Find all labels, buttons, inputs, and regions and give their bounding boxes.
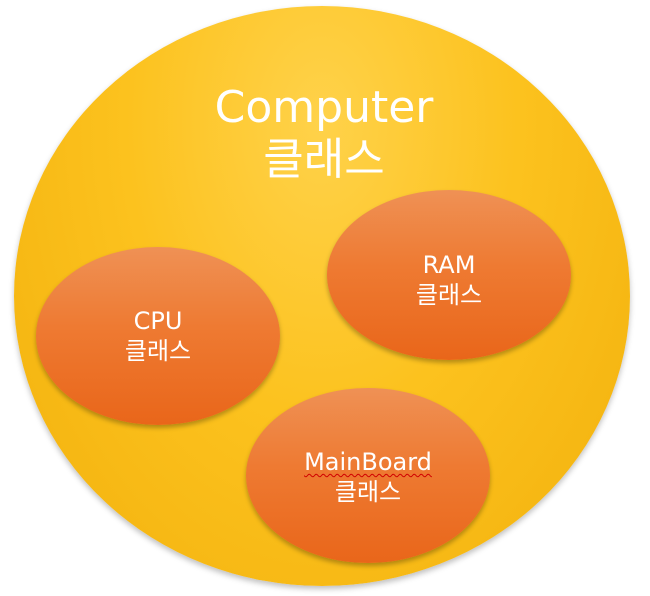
ram-class-title: RAM <box>422 251 476 279</box>
mainboard-class-ellipse <box>246 388 490 563</box>
cpu-class-label: CPU 클래스 <box>125 306 191 366</box>
computer-class-label: Computer 클래스 <box>215 82 434 186</box>
cpu-class-title: CPU <box>133 307 183 335</box>
ram-class-ellipse <box>327 190 571 360</box>
computer-class-subtitle: 클래스 <box>263 133 385 185</box>
ram-class-subtitle: 클래스 <box>415 281 483 309</box>
cpu-class-ellipse <box>36 247 280 425</box>
ram-class-label: RAM 클래스 <box>416 250 482 310</box>
mainboard-class-label: MainBoard 클래스 <box>304 447 432 507</box>
mainboard-class-subtitle: 클래스 <box>334 478 402 506</box>
cpu-class-subtitle: 클래스 <box>124 337 192 365</box>
mainboard-class-title: MainBoard <box>304 448 432 476</box>
computer-class-title: Computer <box>214 82 434 133</box>
